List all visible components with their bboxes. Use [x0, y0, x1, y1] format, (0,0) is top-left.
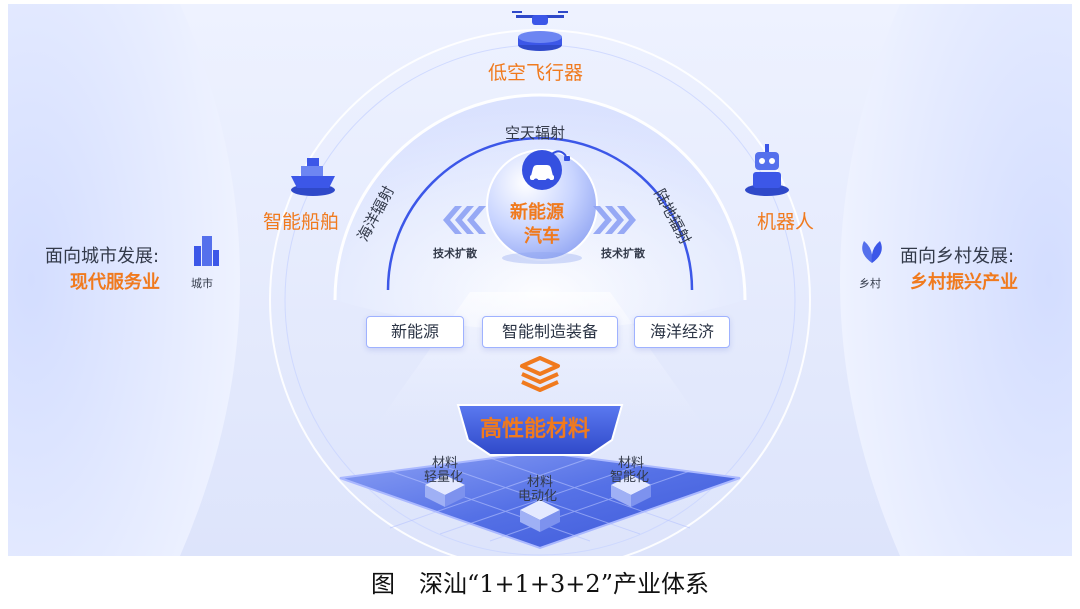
cube-label-3-line2: 智能化	[610, 470, 650, 485]
left-panel-value: 现代服务业	[70, 272, 160, 293]
left-side-panel	[8, 4, 240, 556]
diffusion-label-right: 技术扩散	[601, 247, 645, 260]
node-label-ship: 智能船舶	[263, 211, 340, 233]
node-label-robot: 机器人	[757, 211, 815, 233]
radiation-sky-label: 空天辐射	[505, 124, 566, 142]
leaf-icon	[862, 241, 882, 263]
diffusion-label-left: 技术扩散	[433, 247, 477, 260]
cube-label-2-line1: 材料	[527, 475, 554, 490]
center-label-line1: 新能源	[510, 202, 564, 223]
layers-icon	[520, 356, 560, 392]
car-plug-icon	[522, 150, 570, 190]
cube-electrification	[520, 500, 560, 532]
outer-orbit-ring	[269, 29, 811, 571]
left-panel-heading: 面向城市发展:	[45, 246, 160, 267]
city-icon	[194, 236, 219, 266]
cube-label-1-line1: 材料	[432, 456, 459, 471]
center-label-line2: 汽车	[524, 226, 560, 247]
figure-caption: 图 深汕“1+1+3+2”产业体系	[371, 570, 709, 598]
cube-label-2-line2: 电动化	[518, 489, 558, 504]
node-label-drone: 低空飞行器	[488, 62, 584, 84]
cube-label-3-line1: 材料	[618, 456, 645, 471]
drone-icon	[512, 11, 568, 51]
right-side-panel	[840, 4, 1072, 556]
pillar-smart-manufacturing: 智能制造装备	[482, 316, 618, 348]
platform-grid	[389, 457, 691, 542]
base-title: 高性能材料	[480, 417, 591, 442]
radiation-arc-inner	[386, 136, 694, 291]
cube-label-1-line2: 轻量化	[424, 470, 464, 485]
right-panel-value: 乡村振兴产业	[910, 272, 1018, 293]
right-panel-heading: 面向乡村发展:	[900, 246, 1015, 267]
leaf-icon-label: 乡村	[859, 277, 881, 290]
city-icon-label: 城市	[191, 277, 213, 290]
cube-lightweight	[425, 475, 465, 507]
robot-icon	[745, 144, 789, 196]
cube-intelligence	[611, 475, 651, 507]
right-diffusion-chevrons	[593, 206, 636, 234]
left-diffusion-chevrons	[443, 206, 486, 234]
pillar-new-energy: 新能源	[366, 316, 464, 348]
ship-icon	[291, 158, 335, 196]
pillar-ocean-economy: 海洋经济	[634, 316, 730, 348]
materials-banner	[456, 404, 624, 456]
